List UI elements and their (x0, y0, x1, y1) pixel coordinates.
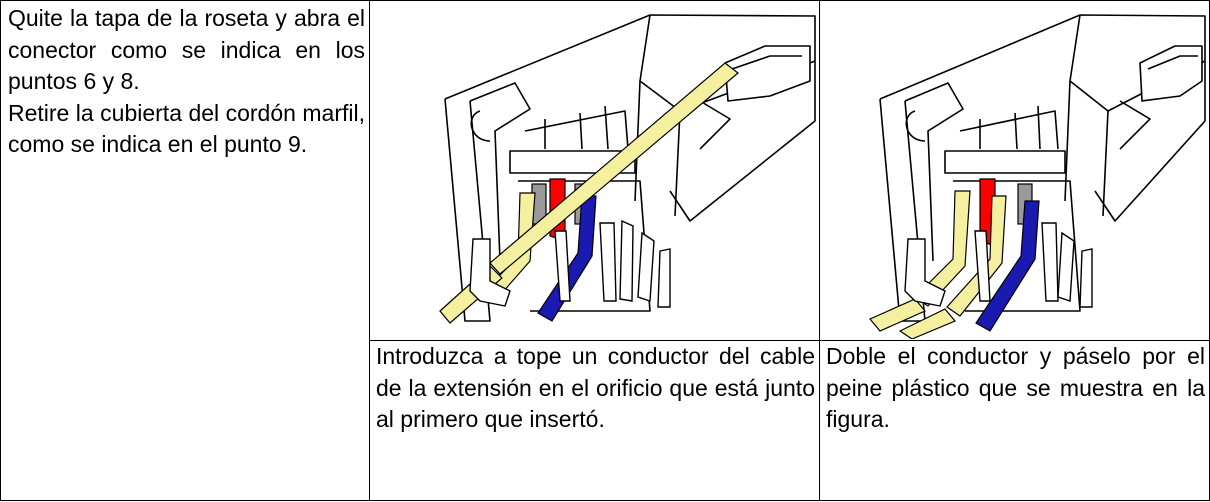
connector-fold-wire-illustration (869, 14, 1206, 339)
connector-insert-wire-illustration (439, 14, 816, 324)
instruction-paragraph-remove-cover: Retire la cubierta del cordón marfil, co… (8, 99, 365, 158)
figure-insert-cell (369, 0, 820, 341)
caption-fold-text: Doble el conductor y páselo por el peine… (825, 343, 1205, 432)
caption-insert-wire: Introduzca a tope un conductor del cable… (369, 340, 820, 501)
caption-insert-text: Introduzca a tope un conductor del cable… (376, 343, 815, 432)
caption-fold-wire: Doble el conductor y páselo por el peine… (818, 340, 1210, 501)
instruction-text-cell: Quite la tapa de la roseta y abra el con… (0, 0, 370, 501)
figure-fold-cell (818, 0, 1210, 341)
instruction-paragraph-open-connector: Quite la tapa de la roseta y abra el con… (8, 5, 365, 94)
